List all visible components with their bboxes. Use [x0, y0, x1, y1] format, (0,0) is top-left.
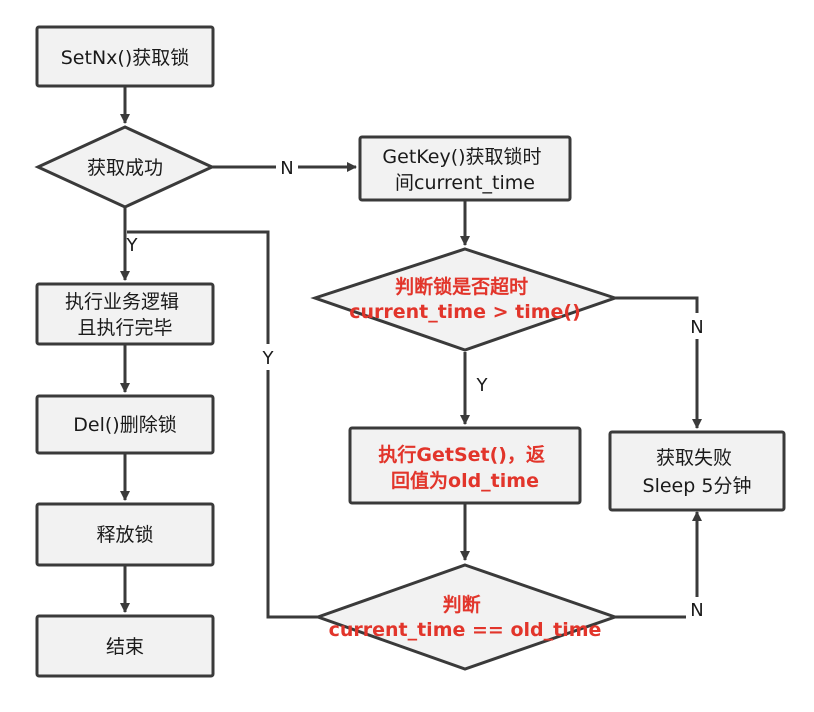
label-bg [686, 313, 708, 339]
label-loop-yes: Y [262, 348, 275, 369]
node-success-check-text: 获取成功 [87, 157, 163, 179]
edge-timeout-no-to-fail [615, 296, 702, 429]
label-bg [686, 597, 708, 623]
node-execute-logic-text: 执行业务逻辑 且执行完毕 [65, 291, 185, 339]
edge-labels: N Y Y N Y N [126, 155, 708, 623]
node-release-lock-text: 释放锁 [96, 524, 153, 546]
edges [120, 87, 702, 619]
node-end: 结束 [35, 614, 215, 678]
node-fail: 获取失败 Sleep 5分钟 [608, 430, 786, 512]
node-getkey: GetKey()获取锁时 间current_time [358, 135, 572, 202]
node-fail-text: 获取失败 Sleep 5分钟 [643, 447, 752, 497]
edge-compare-no-to-fail [615, 511, 702, 619]
node-end-text: 结束 [106, 636, 144, 658]
node-del-lock-text: Del()删除锁 [73, 414, 176, 436]
node-compare-check: 判断 current_time == old_time [313, 563, 620, 671]
node-success-check: 获取成功 [34, 125, 216, 209]
label-success-yes: Y [126, 235, 139, 256]
node-execute-logic: 执行业务逻辑 且执行完毕 [35, 282, 215, 346]
node-getset: 执行GetSet()，返 回值为old_time [348, 426, 582, 505]
label-timeout-no: N [690, 317, 703, 338]
node-release-lock: 释放锁 [35, 502, 215, 567]
edge-compare-yes-loop [127, 230, 318, 619]
node-compare-check-text: 判断 current_time == old_time [329, 593, 602, 641]
label-bg [257, 344, 279, 370]
node-setnx: SetNx()获取锁 [35, 25, 215, 88]
label-compare-no: N [690, 600, 703, 621]
node-del-lock: Del()删除锁 [35, 394, 215, 455]
node-timeout-check: 判断锁是否超时 current_time > time() [310, 247, 620, 352]
node-getkey-text: GetKey()获取锁时 间current_time [382, 146, 547, 194]
node-timeout-check-text: 判断锁是否超时 current_time > time() [349, 275, 581, 323]
label-success-no: N [280, 158, 293, 179]
label-bg [276, 155, 298, 179]
node-getset-text: 执行GetSet()，返 回值为old_time [378, 443, 551, 492]
node-setnx-text: SetNx()获取锁 [61, 47, 189, 69]
label-timeout-yes: Y [476, 375, 489, 396]
